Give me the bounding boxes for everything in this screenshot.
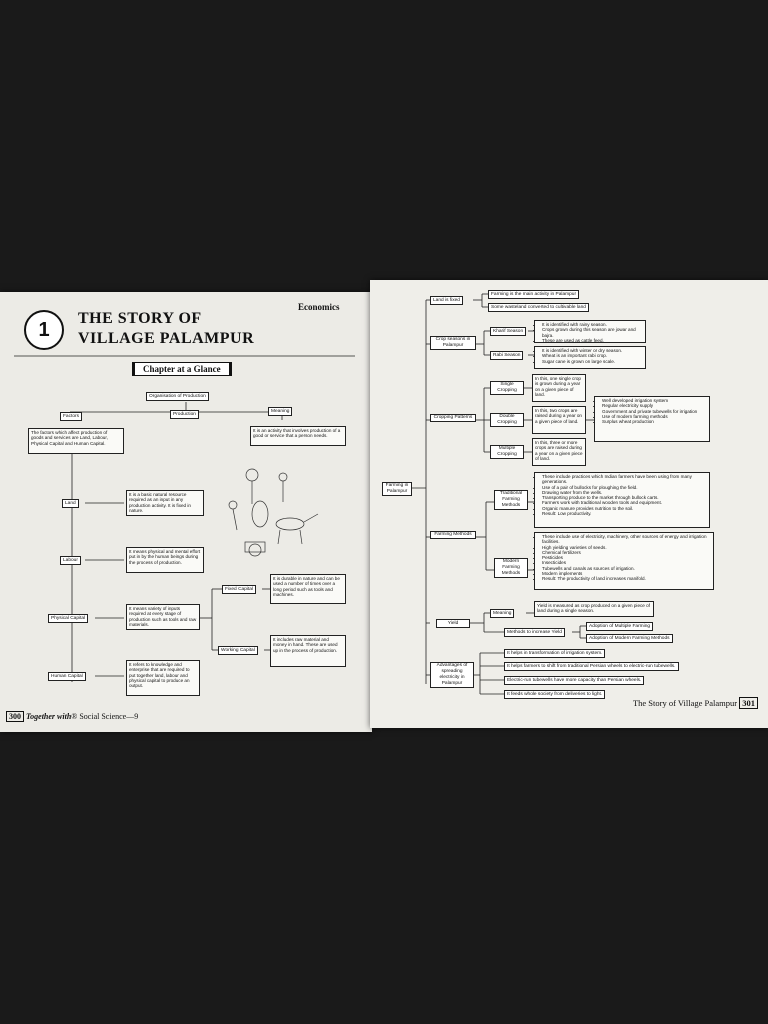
land-fixed-point-2: Some wasteland converted to cultivable l…: [488, 303, 589, 312]
land-fixed-point-1: Farming is the main activity in Palampur: [488, 290, 579, 299]
left-page: 1 THE STORY OF VILLAGE PALAMPUR Economic…: [0, 292, 372, 732]
modern-label: Modern Farming Methods: [494, 558, 528, 578]
advantages-label: Advantages of spreading electricity in P…: [430, 662, 474, 688]
rabi-list: It is identified with winter or dry seas…: [537, 348, 643, 364]
adopt-multiple-label: Adoption of Multiple Farming: [586, 622, 653, 631]
right-footer: The Story of Village Palampur 301: [633, 698, 758, 708]
kharif-label: Kharif Season: [490, 327, 526, 336]
human-capital-label: Human Capital: [48, 672, 86, 681]
rabi-points: It is identified with winter or dry seas…: [534, 346, 646, 369]
modern-point: These include use of electricity, machin…: [542, 534, 711, 545]
adopt-modern-label: Adoption of Modern Farming Methods: [586, 634, 673, 643]
right-page-number: 301: [739, 697, 758, 709]
labour-label: Labour: [60, 556, 81, 565]
meaning-desc: It is an activity that involves producti…: [250, 426, 346, 446]
rabi-label: Rabi Season: [490, 351, 523, 360]
yield-label: Yield: [436, 619, 470, 628]
org-production-label: Organisation of Production: [146, 392, 209, 401]
subject-label: Economics: [298, 302, 340, 312]
modern-point: Result: The productivity of land increas…: [542, 576, 711, 581]
modern-list: These include use of electricity, machin…: [537, 534, 711, 582]
factors-label: Factors: [60, 412, 82, 421]
traditional-label: Traditional Farming Methods: [494, 490, 528, 510]
fixed-capital-desc: It is durable in nature and can be used …: [270, 574, 346, 604]
physical-capital-desc: It means variety of inputs required at e…: [126, 604, 200, 630]
farming-methods-label: Farming Methods: [430, 531, 476, 539]
traditional-point: These include practices which Indian far…: [542, 474, 707, 485]
yield-meaning-label: Meaning: [490, 609, 514, 618]
left-page-number: 300: [6, 711, 24, 722]
cropping-list: Well developed irrigation system Regular…: [597, 398, 707, 424]
fixed-capital-label: Fixed Capital: [222, 585, 256, 594]
rabi-point: Sugar cane is grown on large scale.: [542, 359, 643, 364]
advantage-point-4: It feeds whole society from deliveries t…: [504, 690, 605, 699]
left-footer: 300 Together with® Social Science—9: [6, 712, 138, 721]
kharif-list: It is identified with rainy season. Crop…: [537, 322, 643, 343]
double-cropping-label: Double Cropping: [490, 413, 524, 427]
farming-illustration: [229, 469, 318, 556]
yield-meaning-desc: Yield is measured as crop produced on a …: [534, 601, 654, 617]
farming-in-palampur-label: Farming in Palampur: [382, 482, 412, 496]
right-footer-title: The Story of Village Palampur: [633, 698, 737, 708]
footer-book: Social Science—9: [79, 712, 138, 721]
traditional-point: Result: Low productivity.: [542, 511, 707, 516]
labour-desc: It means physical and mental effort put …: [126, 547, 204, 573]
kharif-point: Crops grown during this season are jowar…: [542, 327, 643, 338]
chapter-at-a-glance: Chapter at a Glance: [132, 362, 232, 376]
multiple-cropping-desc: In this, three or more crops are raised …: [532, 438, 586, 466]
advantage-point-2: It helps farmers to shift from tradition…: [504, 662, 679, 671]
multiple-cropping-label: Multiple Cropping: [490, 445, 524, 459]
cropping-point: Surplus wheat production: [602, 419, 707, 424]
land-fixed-label: Land is fixed: [430, 296, 463, 305]
factors-desc: The factors which affect production of g…: [28, 428, 124, 454]
single-cropping-desc: In this, one single crop is grown during…: [532, 374, 586, 402]
increase-yield-label: Methods to increase Yield: [504, 628, 565, 637]
chapter-title-2: VILLAGE PALAMPUR: [78, 330, 254, 348]
right-page: Farming in Palampur Land is fixed Farmin…: [370, 280, 768, 728]
land-desc: It is a basic natural resource required …: [126, 490, 204, 516]
kharif-points: It is identified with rainy season. Crop…: [534, 320, 646, 343]
production-label: Production: [170, 410, 199, 419]
kharif-point: These are used as cattle feed.: [542, 338, 643, 343]
advantage-point-3: Electric-run tubewells have more capacit…: [504, 676, 644, 685]
traditional-points: These include practices which Indian far…: [534, 472, 710, 528]
chapter-number-badge: 1: [24, 310, 64, 350]
chapter-title-1: THE STORY OF: [78, 310, 202, 328]
physical-capital-label: Physical Capital: [48, 614, 88, 623]
crop-seasons-label: Crop seasons in Palampur: [430, 336, 476, 350]
single-cropping-label: Single Cropping: [490, 381, 524, 395]
footer-brand: Together with: [26, 712, 71, 721]
working-capital-label: Working Capital: [218, 646, 258, 655]
cropping-points: Well developed irrigation system Regular…: [594, 396, 710, 442]
land-label: Land: [62, 499, 79, 508]
human-capital-desc: It refers to knowledge and enterprise th…: [126, 660, 200, 696]
meaning-label: Meaning: [268, 407, 292, 416]
double-cropping-desc: In this, two crops are raised during a y…: [532, 406, 586, 434]
traditional-list: These include practices which Indian far…: [537, 474, 707, 516]
cropping-patterns-label: Cropping Patterns: [430, 414, 476, 422]
advantage-point-1: It helps in transformation of irrigation…: [504, 649, 605, 658]
modern-points: These include use of electricity, machin…: [534, 532, 714, 590]
working-capital-desc: It includes raw material and money in ha…: [270, 635, 346, 667]
